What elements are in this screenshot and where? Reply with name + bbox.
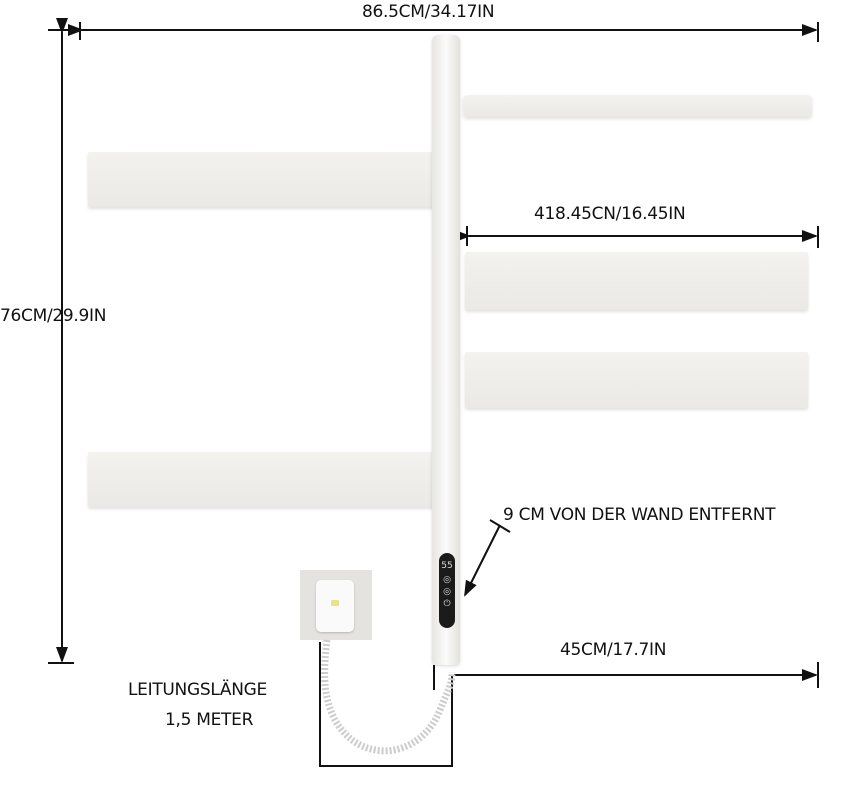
wall-distance-label: 9 CM VON DER WAND ENTFERNT — [503, 505, 776, 525]
top-shelf — [463, 95, 812, 117]
bar-length-label: 418.45CN/16.45IN — [534, 204, 686, 224]
total-width-label: 86.5CM/34.17IN — [362, 2, 495, 22]
height-label: 76CM/29.9IN — [0, 306, 107, 326]
power-button-icon[interactable]: ⏻ — [443, 599, 451, 609]
plug-adapter — [316, 580, 354, 632]
towel-bar-left-upper — [88, 152, 435, 207]
timer-button-icon[interactable]: ◎ — [443, 587, 451, 597]
indicator-light-icon — [331, 600, 339, 606]
temperature-display: 55 — [441, 561, 453, 571]
base-distance-label: 45CM/17.7IN — [560, 640, 667, 660]
towel-bar-right-upper — [465, 252, 808, 310]
towel-bar-left-lower — [88, 452, 435, 507]
cable-length-bracket — [319, 642, 453, 767]
control-panel: 55 ◎ ◎ ⏻ — [439, 553, 455, 628]
wall-socket — [300, 570, 372, 640]
cable-length-label-2: 1,5 METER — [165, 710, 254, 730]
cable-length-label-1: LEITUNGSLÄNGE — [128, 680, 267, 700]
mode-button-icon[interactable]: ◎ — [443, 575, 451, 585]
towel-bar-right-lower — [465, 352, 808, 408]
wall-distance-arrow — [464, 524, 501, 597]
